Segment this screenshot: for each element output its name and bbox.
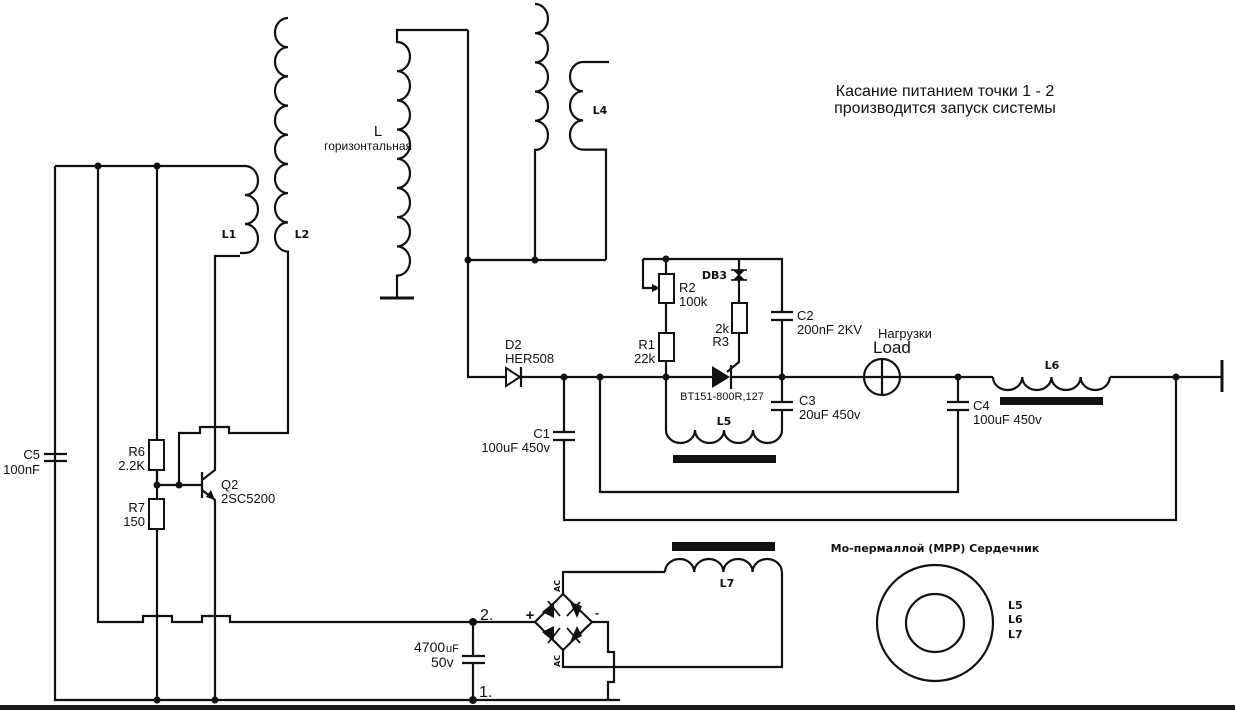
- c5-value: 100nF: [3, 462, 40, 477]
- core-outer-ring: [875, 563, 995, 683]
- r3-name: R3: [712, 334, 729, 349]
- inductor-l6: L6: [991, 359, 1111, 405]
- c3-name: C3: [799, 393, 816, 408]
- c4-name: C4: [973, 398, 990, 413]
- inductor-l2: L2: [273, 16, 310, 256]
- core-legend-item: L6: [1008, 613, 1023, 626]
- inductor-l3: [533, 2, 550, 260]
- r6-name: R6: [128, 444, 145, 459]
- load-label-ru: Нагрузки: [878, 326, 932, 341]
- note-line-1: Касание питанием точки 1 - 2: [836, 83, 1055, 100]
- c3-value: 20uF 450v: [799, 407, 861, 422]
- capacitor-supply: 4700 uF 50v 2. 1.: [414, 607, 493, 704]
- inductor-l5: L5: [664, 377, 784, 463]
- c-supply-voltage: 50v: [431, 654, 454, 670]
- r3-value: 2k: [715, 321, 729, 336]
- thyristor-scr: BT151-800R,127: [680, 365, 764, 403]
- bridge-minus: -: [595, 606, 599, 620]
- scr-label: BT151-800R,127: [680, 391, 764, 403]
- d2-value: HER508: [505, 351, 554, 366]
- load-label-en: Load: [873, 338, 911, 357]
- resistor-r1: R1 22k: [634, 332, 675, 366]
- bridge-ac-top: AC: [553, 580, 562, 592]
- r6-value: 2.2K: [118, 458, 145, 473]
- core-legend-title: Мо-пермаллой (MPP) Сердечник: [831, 542, 1040, 555]
- l-horizontal-name: L: [374, 123, 382, 140]
- inductor-l1: L1: [222, 164, 260, 255]
- bridge-plus: +: [526, 607, 535, 624]
- c2-value: 200nF 2KV: [797, 322, 862, 337]
- r1-name: R1: [638, 337, 655, 352]
- resistor-r7: R7 150: [123, 498, 165, 530]
- db3-label: DB3: [702, 269, 727, 282]
- d2-name: D2: [505, 337, 522, 352]
- note-line-2: производится запуск системы: [834, 100, 1056, 117]
- point-2-label: 2.: [480, 607, 493, 624]
- resistor-r3: 2k R3: [712, 302, 748, 349]
- r7-value: 150: [123, 514, 145, 529]
- l7-label: L7: [720, 577, 735, 590]
- c4-value: 100uF 450v: [973, 412, 1042, 427]
- transistor-q2: Q2 2SC5200: [200, 254, 275, 700]
- capacitor-c3: C3 20uF 450v: [771, 377, 861, 430]
- c1-name: C1: [533, 426, 550, 441]
- diac-db3: DB3: [702, 269, 747, 282]
- capacitor-c4: C4 100uF 450v: [947, 398, 1042, 427]
- q2-value: 2SC5200: [221, 491, 275, 506]
- l5-label: L5: [717, 415, 732, 428]
- l-horizontal-desc: горизонтальная: [324, 139, 412, 153]
- potentiometer-r2: R2 100k: [658, 273, 708, 309]
- l1-label: L1: [222, 228, 237, 241]
- bridge-rectifier: + - AC AC: [473, 570, 784, 700]
- c2-name: C2: [797, 308, 814, 323]
- startup-note: Касание питанием точки 1 - 2 производитс…: [834, 83, 1056, 117]
- r7-name: R7: [128, 500, 145, 515]
- capacitor-c2: C2 200nF 2KV: [771, 308, 862, 337]
- point-1-label: 1.: [479, 684, 492, 701]
- wire-r6-r7-base: [153, 256, 290, 499]
- bridge-ac-bottom: AC: [553, 655, 562, 667]
- wire-main: [464, 30, 1224, 522]
- c-supply-unit: uF: [446, 643, 459, 655]
- bottom-border: [0, 705, 1235, 710]
- core-legend-item: L5: [1008, 599, 1023, 612]
- core-legend-item: L7: [1008, 628, 1023, 641]
- wire-trigger-network: [641, 255, 784, 377]
- l2-label: L2: [295, 228, 310, 241]
- capacitor-c1: C1 100uF 450v: [481, 426, 575, 455]
- core-inner-ring: [904, 592, 966, 654]
- inductor-l-horizontal: L горизонтальная: [324, 28, 468, 300]
- inductor-l4: L4: [568, 60, 609, 260]
- r2-name: R2: [679, 280, 696, 295]
- diode-d2: D2 HER508: [505, 337, 554, 388]
- r2-value: 100k: [679, 294, 708, 309]
- core-legend: Мо-пермаллой (MPP) Сердечник L5 L6 L7: [831, 542, 1040, 683]
- load-lamp: Нагрузки Load: [862, 326, 932, 397]
- resistor-r6: R6 2.2K: [118, 439, 165, 473]
- c5-name: C5: [23, 447, 40, 462]
- c-supply-value: 4700: [414, 639, 445, 655]
- l6-label: L6: [1045, 359, 1060, 372]
- c1-value: 100uF 450v: [481, 440, 550, 455]
- l4-label: L4: [593, 104, 608, 117]
- r1-value: 22k: [634, 351, 655, 366]
- q2-name: Q2: [221, 477, 238, 492]
- inductor-l7: L7: [663, 542, 783, 590]
- capacitor-c5: C5 100nF: [3, 447, 67, 477]
